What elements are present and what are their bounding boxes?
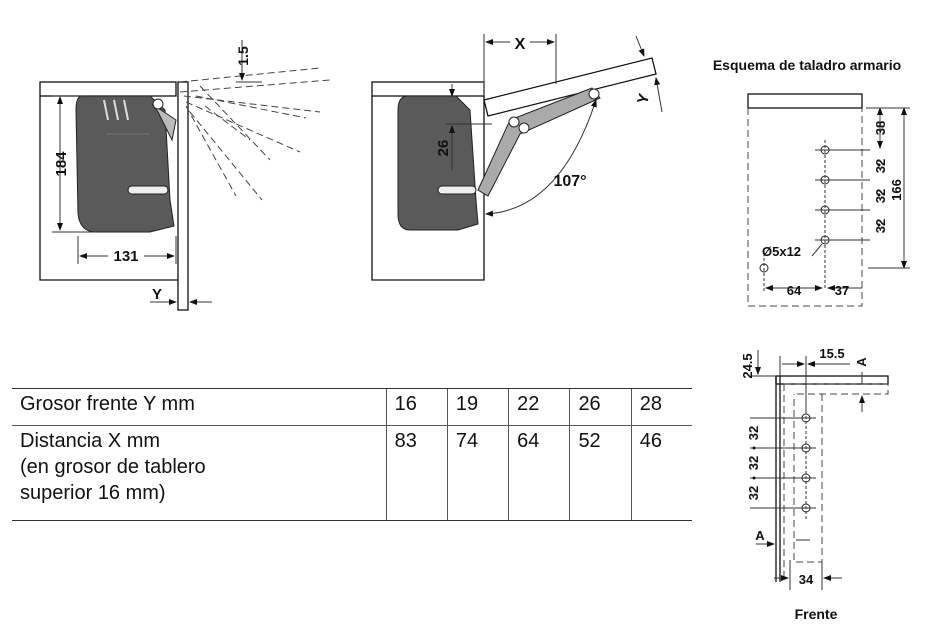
cabinet-dim-38: 38: [873, 121, 888, 135]
open-cabinet-top-board: [371, 81, 485, 97]
front-label-a-top: A: [854, 357, 869, 367]
spec-table: Grosor frente Y mm 16 19 22 26 28 Distan…: [12, 388, 692, 521]
x-value: 46: [630, 425, 692, 521]
cabinet-dim-32c: 32: [873, 219, 888, 233]
cabinet-dim-64: 64: [787, 283, 802, 298]
row1-label: Grosor frente Y mm: [12, 388, 387, 426]
cabinet-dim-166: 166: [889, 179, 904, 201]
lift-mechanism-body: [75, 95, 175, 233]
x-value: 83: [385, 425, 448, 521]
x-value: 52: [569, 425, 632, 521]
front-dim-32a: 32: [746, 426, 761, 440]
front-dim-15-5: 15.5: [819, 346, 844, 361]
cabinet-top-board: [39, 81, 177, 97]
dashed-open-positions: [179, 67, 331, 201]
open-lift-mechanism-body: [397, 95, 479, 231]
table-row-distance: Distancia X mm (en grosor de tablero sup…: [12, 425, 692, 521]
front-panel: [177, 81, 189, 311]
cabinet-dim-32a: 32: [873, 159, 888, 173]
dim-131-label: 131: [113, 248, 138, 265]
dim-1-5-label: 1.5: [235, 46, 251, 66]
dim-x-label: X: [515, 36, 526, 53]
dim-y-label: Y: [152, 286, 162, 303]
cabinet-drilling-scheme: Esquema de taladro armario 38 32 32 32 1…: [713, 57, 910, 307]
y-value: 28: [630, 388, 692, 426]
front-hole-column: [750, 406, 816, 520]
dim-184-label: 184: [53, 151, 70, 177]
cabinet-dim-37: 37: [835, 283, 849, 298]
row2-label: Distancia X mm (en grosor de tablero sup…: [20, 430, 206, 504]
front-drilling-scheme: 24.5 15.5 A A 32 32 32 34 Frente: [740, 346, 889, 622]
front-dim-24-5: 24.5: [740, 353, 755, 378]
table-row-thickness: Grosor frente Y mm 16 19 22 26 28: [12, 388, 692, 426]
x-value: 74: [446, 425, 509, 521]
angle-107-label: 107°: [553, 173, 586, 190]
open-dim-y-label: Y: [634, 92, 653, 106]
y-value: 26: [569, 388, 632, 426]
y-value: 22: [508, 388, 570, 426]
front-dim-34: 34: [799, 572, 814, 587]
front-drilling-title: Frente: [795, 606, 838, 622]
y-value: 16: [385, 388, 448, 426]
hole-spec-label: Ø5x12: [762, 244, 801, 259]
front-dim-32b: 32: [746, 456, 761, 470]
front-dim-32c: 32: [746, 486, 761, 500]
cabinet-side: [39, 96, 180, 281]
y-value: 19: [446, 388, 509, 426]
cabinet-hole-column: [759, 140, 870, 292]
side-view-diagram: 184 131 1.5 Y: [39, 40, 331, 311]
cabinet-drilling-title: Esquema de taladro armario: [713, 57, 901, 73]
x-value: 64: [508, 425, 570, 521]
dim-26-label: 26: [435, 140, 452, 157]
cabinet-dim-32b: 32: [873, 189, 888, 203]
front-label-a-left: A: [755, 528, 765, 543]
open-view-diagram: 107° X Y 26: [371, 34, 663, 281]
